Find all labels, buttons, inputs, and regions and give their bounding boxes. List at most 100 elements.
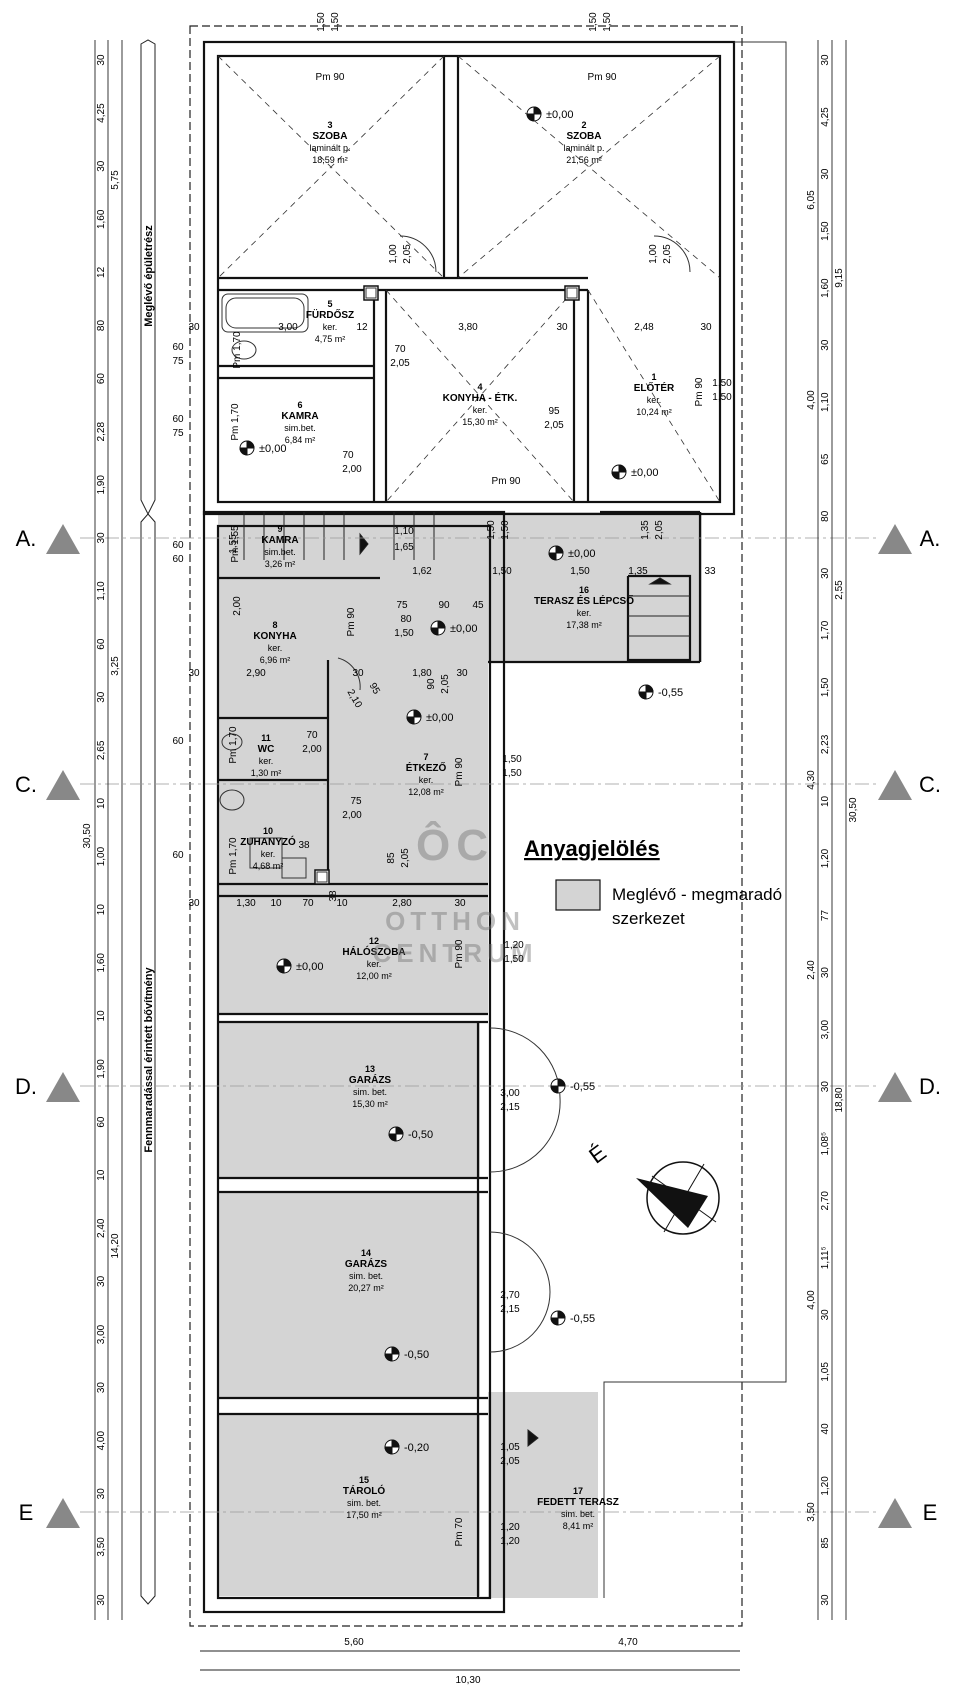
dim-door: 2,15	[500, 1102, 520, 1113]
dim-door: 2,05	[402, 244, 413, 264]
dim-door: 1,55	[228, 534, 239, 554]
room-name: ZUHANYZÓ	[240, 835, 296, 848]
dim-inner: 60	[172, 554, 184, 565]
dim-right-group: 18,80	[834, 1087, 845, 1112]
dim-inner: 30	[454, 898, 466, 909]
dim-inner: 60	[172, 850, 184, 861]
watermark-logo: ÔC	[416, 819, 494, 870]
room-area: 6,96 m²	[260, 655, 291, 665]
room-number: 11	[261, 733, 271, 743]
dim-right: 30	[820, 1309, 831, 1321]
dim-left: 30	[96, 532, 107, 544]
dim-door: 1,20	[504, 940, 524, 951]
dim-door: 1,35	[640, 520, 651, 540]
dim-left: 60	[96, 373, 107, 385]
dim-left-group: 14,20	[110, 1233, 121, 1258]
opening-label: Pm 90	[346, 607, 357, 636]
dim-door: 70	[342, 450, 354, 461]
room-floor: sim.bet.	[284, 423, 316, 433]
dim-left: 10	[96, 904, 107, 916]
room-floor: sim. bet.	[561, 1509, 595, 1519]
dim-inner: 3,80	[458, 322, 478, 333]
site-outline	[603, 41, 787, 1598]
legend-title: Anyagjelölés	[524, 836, 660, 861]
dim-right-group: 30,50	[848, 797, 859, 822]
dim-door: 2,05	[400, 848, 411, 868]
legend-item: Meglévő - megmaradó	[612, 885, 782, 904]
north-label: É	[584, 1140, 611, 1169]
dim-door: 70	[394, 344, 406, 355]
dim-door: 38	[328, 890, 339, 902]
doors	[337, 235, 691, 1353]
room-floor: sim. bet.	[349, 1271, 383, 1281]
room-name: TERASZ ÉS LÉPCSŐ	[534, 594, 634, 607]
dim-inner: 1,50	[492, 566, 512, 577]
dim-inner: 30	[188, 898, 200, 909]
dim-inner: 75	[396, 600, 408, 611]
room-name: FEDETT TERASZ	[537, 1497, 619, 1508]
north-compass	[636, 1161, 720, 1235]
dim-right: 40	[820, 1423, 831, 1435]
room-name: KONYHA	[253, 631, 296, 642]
dim-door: 2,00	[342, 810, 362, 821]
dim-right: 2,23	[820, 734, 831, 754]
dim-top: 1,50	[316, 12, 327, 32]
dim-right: 1,60	[820, 278, 831, 298]
axis-markers	[46, 524, 912, 1528]
dim-inner: 3,00	[278, 322, 298, 333]
dim-right: 4,25	[820, 107, 831, 127]
dim-right: 3,00	[820, 1019, 831, 1039]
dim-door: 1,50	[504, 954, 524, 965]
dim-inner: 30	[556, 322, 568, 333]
dim-left: 12	[96, 266, 107, 278]
dim-door: 90	[426, 678, 437, 690]
room-floor: ker.	[367, 959, 382, 969]
dim-left-group: 30,50	[82, 823, 93, 848]
level-value: -0,55	[570, 1313, 595, 1325]
dim-door: 2,15	[500, 1304, 520, 1315]
dim-top: 1,50	[602, 12, 613, 32]
dim-right: 1,20	[820, 848, 831, 868]
dim-inner: 30	[188, 322, 200, 333]
level-value: -0,50	[408, 1129, 433, 1141]
dim-inner: 2,90	[246, 668, 266, 679]
dim-door: 1,50	[502, 768, 522, 779]
room-number: 13	[365, 1064, 375, 1074]
dim-left: 60	[96, 1116, 107, 1128]
dim-door: 2,00	[342, 464, 362, 475]
room-floor: ker.	[268, 643, 283, 653]
level-value: ±0,00	[546, 109, 573, 121]
room-number: 6	[297, 400, 302, 410]
room-area: 17,38 m²	[566, 620, 602, 630]
room-name: GARÁZS	[349, 1073, 392, 1086]
dim-inner: 30	[700, 322, 712, 333]
room-area: 18,59 m²	[312, 155, 348, 165]
room-area: 3,26 m²	[265, 559, 296, 569]
side-label-extension: Fennmaradással érintett bővítmény	[143, 967, 155, 1153]
opening-label: Pm 1,70	[232, 331, 243, 369]
room-number: 9	[277, 524, 282, 534]
dim-door: 85	[386, 852, 397, 864]
dim-left: 10	[96, 1010, 107, 1022]
room-area: 12,00 m²	[356, 971, 392, 981]
dim-left-group: 3,25	[110, 656, 121, 676]
dim-bottom: 4,70	[618, 1637, 638, 1648]
dim-right: 30	[820, 1594, 831, 1606]
room-name: KAMRA	[281, 411, 318, 422]
dim-door: 75	[350, 796, 362, 807]
room-number: 16	[579, 585, 589, 595]
dim-right: 1,50	[820, 677, 831, 697]
dim-door: 2,70	[500, 1290, 520, 1301]
dim-right-group: 2,55	[834, 580, 845, 600]
dim-door: 1,50	[502, 754, 522, 765]
room-name: WC	[258, 744, 275, 755]
room-name: SZOBA	[567, 131, 602, 142]
dim-inner: 1,30	[236, 898, 256, 909]
dim-inner: 1,35	[628, 566, 648, 577]
dim-right: 2,70	[820, 1191, 831, 1211]
room-number: 5	[327, 299, 332, 309]
dim-right-group: 9,15	[834, 268, 845, 288]
dim-right: 30	[820, 1081, 831, 1093]
dim-top: 1,50	[330, 12, 341, 32]
